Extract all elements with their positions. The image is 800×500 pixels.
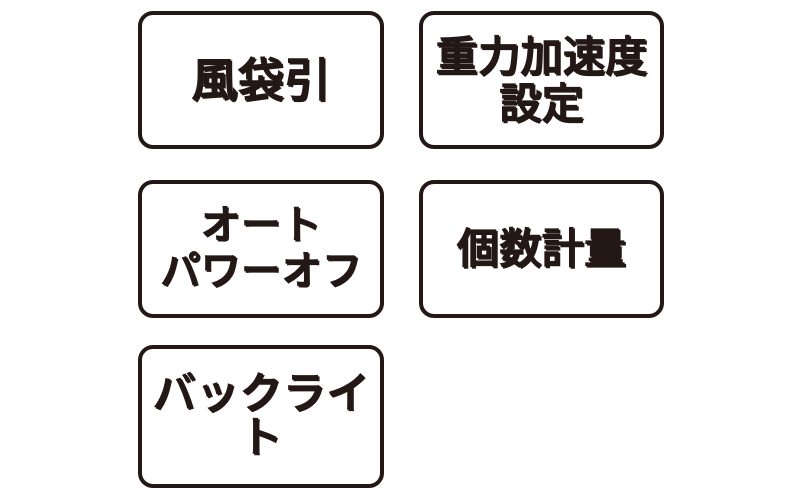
backlight-button[interactable]: バックライト — [138, 345, 384, 488]
tare-button-label: 風袋引 — [191, 52, 331, 107]
gravity-setting-button[interactable]: 重力加速度 設定 — [419, 11, 664, 149]
piece-counting-button-label: 個数計量 — [456, 223, 627, 273]
auto-power-off-button-label: オート パワーオフ — [160, 202, 362, 294]
piece-counting-button[interactable]: 個数計量 — [419, 180, 664, 318]
gravity-setting-button-label: 重力加速度 設定 — [435, 31, 648, 128]
tare-button[interactable]: 風袋引 — [138, 11, 384, 149]
backlight-button-label: バックライト — [152, 368, 370, 463]
auto-power-off-button[interactable]: オート パワーオフ — [138, 180, 384, 318]
